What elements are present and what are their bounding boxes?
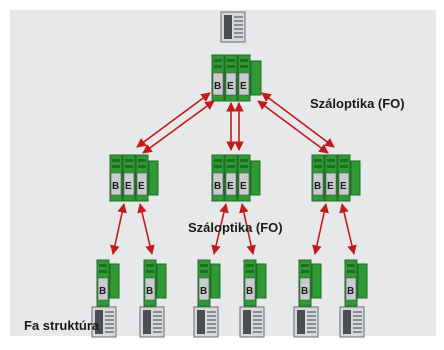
fiber-arrow-right-leaf5 <box>312 203 329 255</box>
leaf-node-2: B <box>143 259 167 307</box>
leaf-node-4: B <box>243 259 267 307</box>
mid-right-module-b: B <box>314 181 321 192</box>
leaf-3-controller-icon <box>193 306 219 338</box>
tree-structure-label: Fa struktúra <box>24 318 100 333</box>
mid-center-module-b: B <box>214 181 221 192</box>
mid-left-module-e2: E <box>138 181 145 192</box>
fiber-arrow-top-left-b <box>142 100 215 154</box>
top-node-module-e2: E <box>240 81 247 92</box>
leaf-5-module-b: B <box>301 286 308 297</box>
fiber-label-middle: Száloptika (FO) <box>188 220 283 235</box>
fiber-arrow-center-leaf4 <box>239 203 256 255</box>
leaf-1-module-b: B <box>99 286 106 297</box>
leaf-2-module-b: B <box>146 286 153 297</box>
mid-node-center: B E E <box>211 154 261 202</box>
leaf-2-controller-icon <box>139 306 165 338</box>
mid-left-module-e1: E <box>125 181 132 192</box>
leaf-3-module-b: B <box>200 286 207 297</box>
mid-node-left: B E E <box>109 154 159 202</box>
top-node: B E E <box>211 54 262 102</box>
mid-left-module-b: B <box>112 181 119 192</box>
top-controller-icon <box>220 11 246 43</box>
fiber-arrow-right-leaf6 <box>339 203 357 255</box>
top-node-module-e1: E <box>227 81 234 92</box>
leaf-6-controller-icon <box>339 306 365 338</box>
top-node-module-b: B <box>214 81 221 92</box>
leaf-4-module-b: B <box>246 286 253 297</box>
fiber-label-top: Száloptika (FO) <box>310 96 405 111</box>
leaf-node-1: B <box>96 259 120 307</box>
mid-center-module-e1: E <box>227 181 234 192</box>
mid-right-module-e2: E <box>340 181 347 192</box>
mid-node-right: B E E <box>311 154 361 202</box>
leaf-node-3: B <box>197 259 221 307</box>
mid-center-module-e2: E <box>240 181 247 192</box>
mid-right-module-e1: E <box>327 181 334 192</box>
leaf-4-controller-icon <box>239 306 265 338</box>
fiber-arrow-top-right-b <box>257 100 329 154</box>
fiber-arrow-center-leaf3 <box>211 203 229 255</box>
leaf-6-module-b: B <box>347 286 354 297</box>
leaf-node-5: B <box>298 259 322 307</box>
leaf-5-controller-icon <box>293 306 319 338</box>
fiber-arrow-left-leaf1 <box>110 203 127 255</box>
fiber-arrow-left-leaf2 <box>137 203 155 255</box>
leaf-node-6: B <box>344 259 368 307</box>
